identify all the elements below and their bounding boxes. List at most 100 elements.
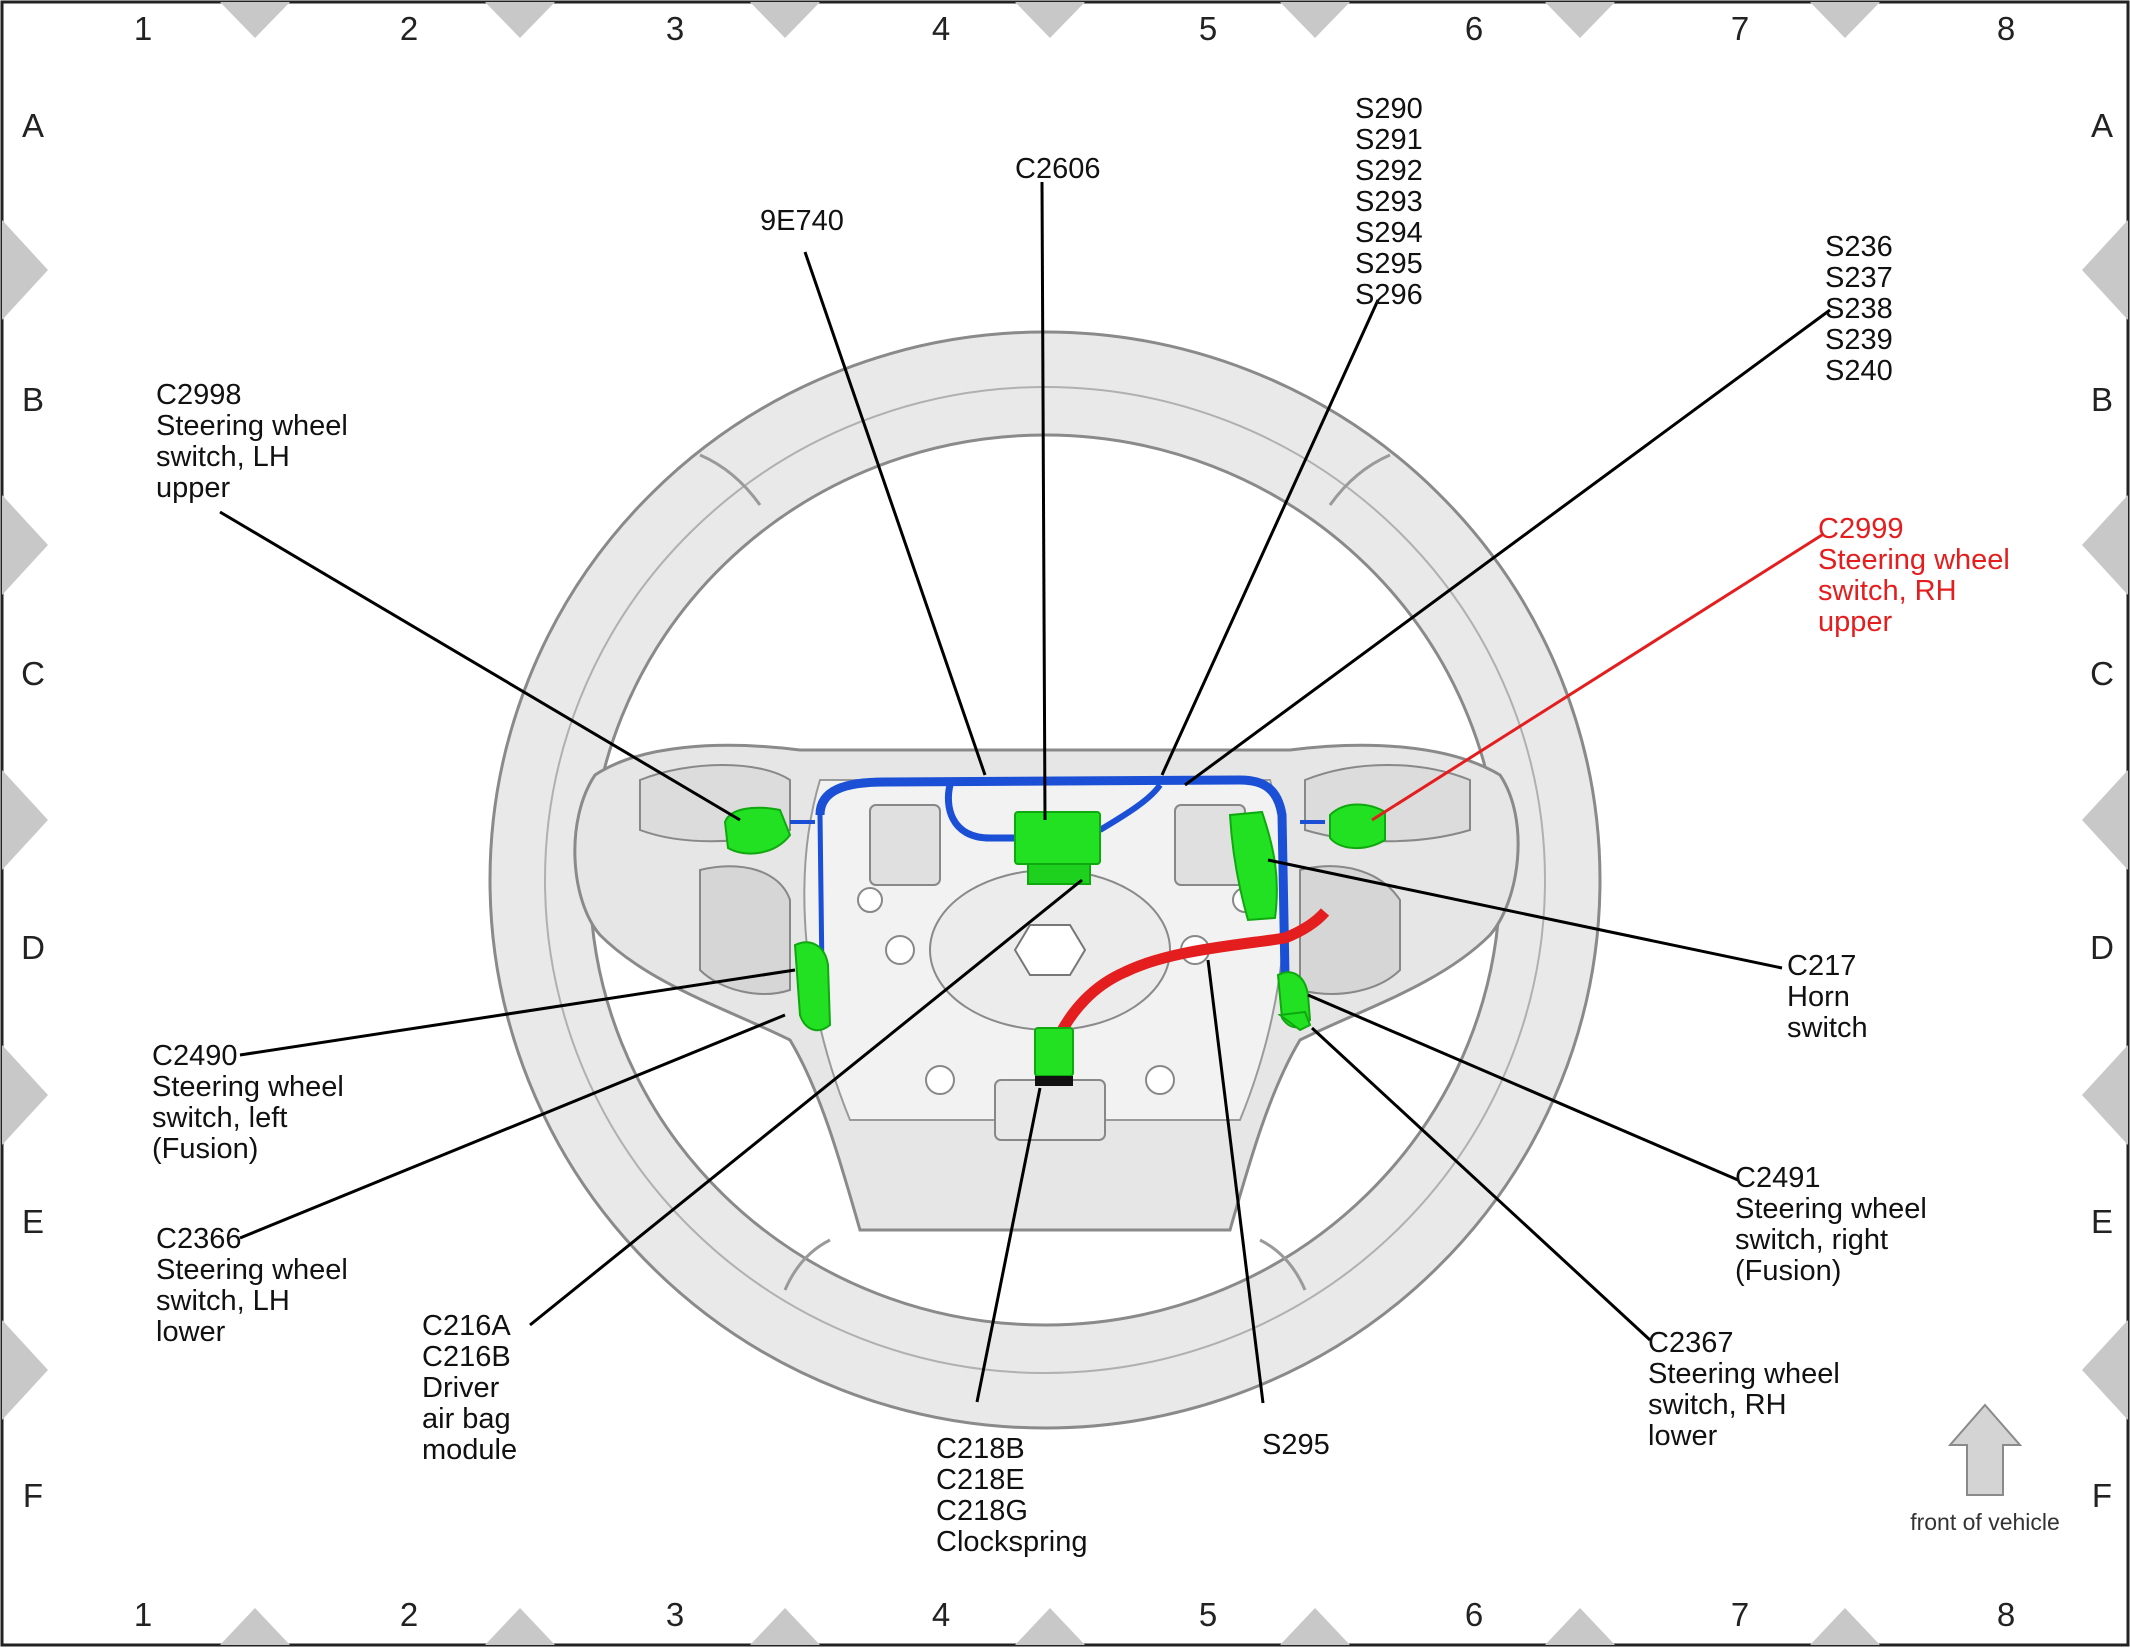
top-edge-markers bbox=[220, 2, 1880, 38]
connector-c2999 bbox=[1329, 803, 1386, 850]
right-edge-markers bbox=[2082, 220, 2128, 1420]
label-line: C216B bbox=[422, 1341, 511, 1373]
label-line: S237 bbox=[1825, 262, 1893, 294]
grid-column-8-top: 8 bbox=[1997, 10, 2015, 47]
grid-column-5-top: 5 bbox=[1199, 10, 1217, 47]
label-line: C2999 bbox=[1818, 513, 1903, 545]
grid-column-1-top: 1 bbox=[134, 10, 152, 47]
label-line: S293 bbox=[1355, 186, 1423, 218]
label-line: upper bbox=[156, 472, 231, 504]
grid-row-B-left: B bbox=[22, 381, 44, 418]
label-line: (Fusion) bbox=[152, 1133, 258, 1165]
label-line: Steering wheel bbox=[1735, 1193, 1927, 1225]
label-line: S292 bbox=[1355, 155, 1423, 187]
grid-column-labels-top: 1 2 3 4 5 6 7 8 bbox=[134, 10, 2015, 47]
grid-row-A-right: A bbox=[2091, 107, 2113, 144]
label-line: Steering wheel bbox=[156, 1254, 348, 1286]
label-line: S290 bbox=[1355, 93, 1423, 125]
grid-column-6-top: 6 bbox=[1465, 10, 1483, 47]
grid-column-3-top: 3 bbox=[666, 10, 684, 47]
label-line: S294 bbox=[1355, 217, 1423, 249]
label-line: C218E bbox=[936, 1464, 1025, 1496]
label-line: switch bbox=[1787, 1012, 1868, 1044]
label-line: S296 bbox=[1355, 279, 1423, 311]
grid-column-7-top: 7 bbox=[1731, 10, 1749, 47]
label-line: C2491 bbox=[1735, 1162, 1820, 1194]
grid-column-8-bottom: 8 bbox=[1997, 1596, 2015, 1633]
grid-row-E-right: E bbox=[2091, 1203, 2113, 1240]
label-line: C2367 bbox=[1648, 1327, 1733, 1359]
label-line: C218G bbox=[936, 1495, 1028, 1527]
label-line: S291 bbox=[1355, 124, 1423, 156]
label-line: S236 bbox=[1825, 231, 1893, 263]
blue-harness bbox=[790, 775, 1325, 976]
arrow-up-icon bbox=[1947, 1403, 2023, 1496]
label-line: switch, RH bbox=[1818, 575, 1957, 607]
connector-c2606-lower bbox=[1027, 863, 1091, 885]
label-line: switch, LH bbox=[156, 441, 290, 473]
label-line: lower bbox=[1648, 1420, 1718, 1452]
label-c2606: C2606 bbox=[1015, 153, 1100, 185]
label-line: switch, left bbox=[152, 1102, 287, 1134]
label-line: Driver bbox=[422, 1372, 500, 1404]
label-line: Steering wheel bbox=[152, 1071, 344, 1103]
label-line: C216A bbox=[422, 1310, 511, 1342]
label-line: C2998 bbox=[156, 379, 241, 411]
grid-column-6-bottom: 6 bbox=[1465, 1596, 1483, 1633]
label-9e740: 9E740 bbox=[760, 205, 844, 237]
leader-lines bbox=[219, 181, 1831, 1404]
grid-row-D-left: D bbox=[21, 929, 45, 966]
label-line: S240 bbox=[1825, 355, 1893, 387]
connector-c2367 bbox=[1277, 1010, 1312, 1032]
label-line: S239 bbox=[1825, 324, 1893, 356]
label-s295: S295 bbox=[1262, 1429, 1330, 1461]
label-line: upper bbox=[1818, 606, 1893, 638]
grid-row-C-right: C bbox=[2090, 655, 2114, 692]
grid-column-3-bottom: 3 bbox=[666, 1596, 684, 1633]
grid-column-7-bottom: 7 bbox=[1731, 1596, 1749, 1633]
connector-c217 bbox=[1228, 810, 1278, 922]
grid-row-B-right: B bbox=[2091, 381, 2113, 418]
label-line: Horn bbox=[1787, 981, 1850, 1013]
label-line: S238 bbox=[1825, 293, 1893, 325]
label-line: Steering wheel bbox=[156, 410, 348, 442]
front-of-vehicle-label: front of vehicle bbox=[1910, 1509, 2060, 1535]
label-line: switch, LH bbox=[156, 1285, 290, 1317]
label-line: C2606 bbox=[1015, 153, 1100, 185]
grid-row-A-left: A bbox=[22, 107, 44, 144]
grid-column-5-bottom: 5 bbox=[1199, 1596, 1217, 1633]
grid-column-1-bottom: 1 bbox=[134, 1596, 152, 1633]
connector-c2998 bbox=[723, 806, 792, 855]
grid-row-D-right: D bbox=[2090, 929, 2114, 966]
grid-column-2-top: 2 bbox=[400, 10, 418, 47]
front-of-vehicle-indicator: front of vehicle bbox=[1910, 1403, 2060, 1535]
grid-column-2-bottom: 2 bbox=[400, 1596, 418, 1633]
label-line: C218B bbox=[936, 1433, 1025, 1465]
label-line: (Fusion) bbox=[1735, 1255, 1841, 1287]
label-line: switch, RH bbox=[1648, 1389, 1787, 1421]
grid-row-E-left: E bbox=[22, 1203, 44, 1240]
label-line: switch, right bbox=[1735, 1224, 1888, 1256]
connectors bbox=[723, 803, 1386, 1086]
connector-c2606 bbox=[1014, 811, 1101, 865]
label-line: C217 bbox=[1787, 950, 1856, 982]
label-line: C2366 bbox=[156, 1223, 241, 1255]
red-harness bbox=[1049, 908, 1330, 1048]
grid-column-4-top: 4 bbox=[932, 10, 950, 47]
connector-c218-base bbox=[1035, 1076, 1073, 1086]
label-line: S295 bbox=[1355, 248, 1423, 280]
